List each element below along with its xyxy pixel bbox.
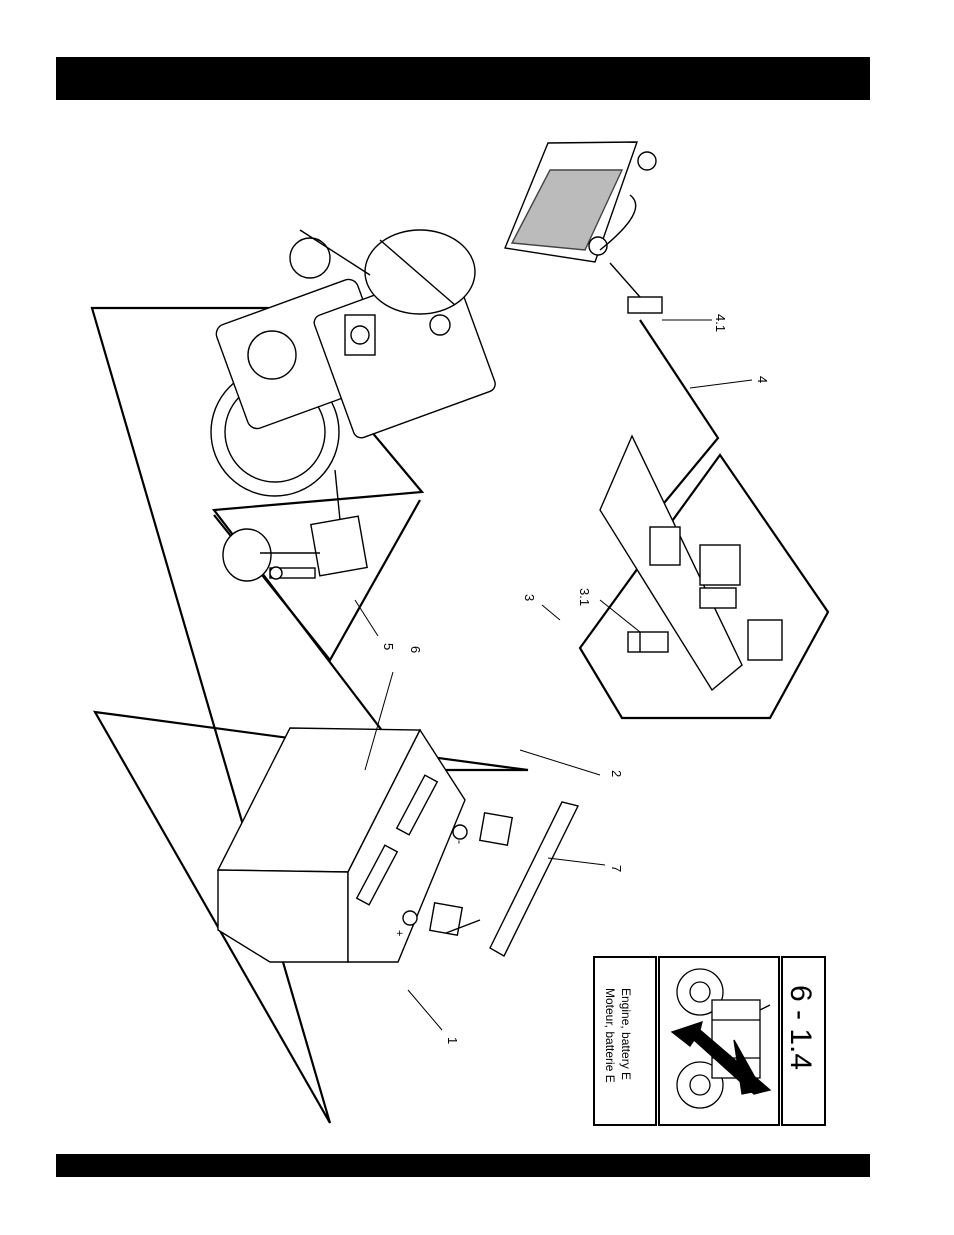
section-number: 6 - 1.4	[784, 985, 817, 1070]
callout-7: 7	[609, 865, 624, 872]
section-label-block: Engine, battery E Moteur, batterie E 6 -…	[594, 957, 825, 1125]
callout-3-1: 3.1	[577, 588, 592, 606]
callout-5: 5	[381, 643, 396, 650]
terminal-negative: -	[453, 840, 467, 844]
engine-assembly	[211, 230, 497, 496]
callout-4: 4	[755, 376, 770, 383]
terminal-positive: +	[393, 930, 405, 936]
callout-2: 2	[609, 770, 624, 777]
callout-3: 3	[522, 594, 537, 601]
battery	[218, 728, 578, 962]
control-panel	[600, 436, 782, 690]
section-title-line2: Moteur, batterie E	[603, 988, 617, 1083]
callout-6-visible: 6	[408, 646, 423, 653]
section-title-line1: Engine, battery E	[619, 988, 633, 1080]
callout-4-1: 4.1	[713, 314, 728, 332]
callout-1: 1	[445, 1037, 460, 1044]
air-filter-panel	[505, 142, 662, 313]
